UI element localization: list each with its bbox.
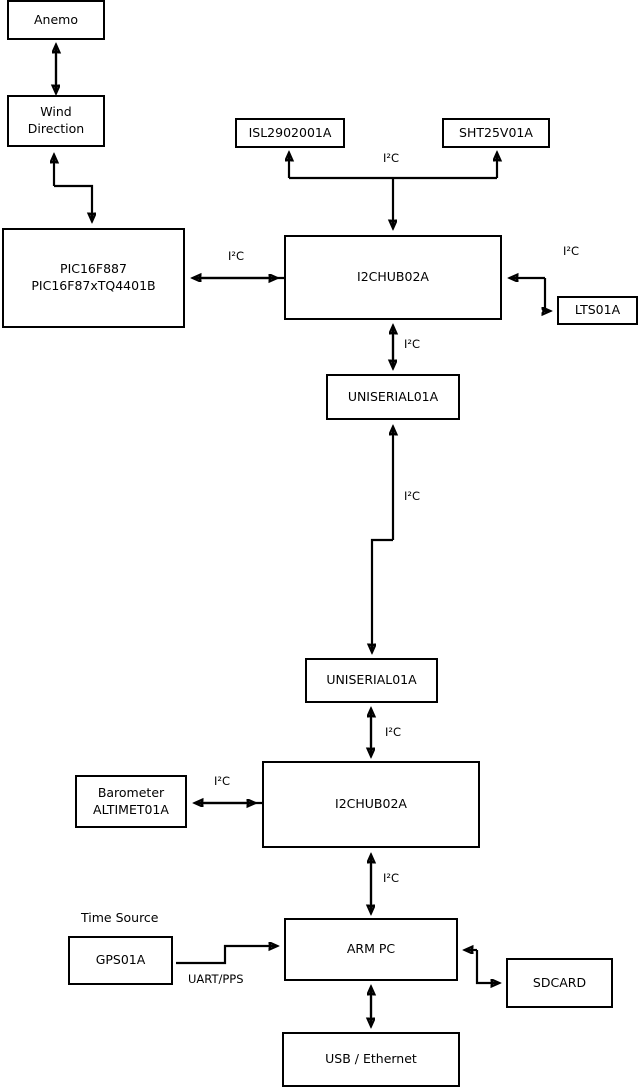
block-uniserial01a-upper[interactable]: UNISERIAL01A	[326, 374, 460, 420]
edge-label-i2c-hub-uni1: I²C	[404, 337, 421, 351]
block-uniserial01a-lower[interactable]: UNISERIAL01A	[305, 658, 438, 703]
block-label: GPS01A	[95, 952, 146, 968]
wire-uni1-uni2-down	[372, 538, 393, 652]
block-label: Wind Direction	[27, 104, 85, 136]
edge-label-i2c-bus-top: I²C	[383, 151, 400, 165]
block-i2chub02a-top[interactable]: I2CHUB02A	[284, 235, 502, 320]
block-label: Anemo	[34, 11, 78, 27]
wire-lts-out	[545, 278, 550, 311]
wire-sdcard-out	[475, 950, 499, 983]
edge-label-i2c-lts: I²C	[563, 244, 580, 258]
block-usb-ethernet[interactable]: USB / Ethernet	[282, 1032, 460, 1087]
edge-label-i2c-hub-arm: I²C	[383, 871, 400, 885]
edge-label-i2c-barometer: I²C	[214, 774, 231, 788]
block-label: ISL2902001A	[248, 124, 332, 140]
block-wind-direction[interactable]: Wind Direction	[7, 95, 105, 147]
edge-label-i2c-uni2-hub: I²C	[385, 725, 402, 739]
block-label: UNISERIAL01A	[326, 672, 417, 688]
block-label: UNISERIAL01A	[347, 388, 439, 404]
block-sdcard[interactable]: SDCARD	[506, 958, 613, 1008]
block-label: LTS01A	[574, 302, 621, 318]
block-gps01a[interactable]: GPS01A	[68, 936, 173, 985]
wire-pic-wind-step	[54, 184, 92, 221]
block-pic-mcu[interactable]: PIC16F887 PIC16F87xTQ4401B	[2, 228, 185, 328]
block-sht25v01a[interactable]: SHT25V01A	[442, 118, 550, 148]
wire-gps-arm	[176, 946, 277, 965]
block-label: I2CHUB02A	[335, 796, 407, 812]
block-arm-pc[interactable]: ARM PC	[284, 918, 458, 981]
block-label: ARM PC	[346, 941, 396, 957]
edge-label-i2c-pic-hub: I²C	[228, 249, 245, 263]
block-label: PIC16F887 PIC16F87xTQ4401B	[31, 261, 156, 293]
block-label: Barometer ALTIMET01A	[93, 784, 169, 817]
block-label: USB / Ethernet	[325, 1051, 417, 1067]
block-isl2902001a[interactable]: ISL2902001A	[235, 118, 345, 148]
label-time-source: Time Source	[81, 910, 159, 925]
edge-label-i2c-uni-uni: I²C	[404, 489, 421, 503]
block-lts01a[interactable]: LTS01A	[557, 296, 638, 325]
block-label: SHT25V01A	[459, 124, 533, 140]
block-i2chub02a-bottom[interactable]: I2CHUB02A	[262, 761, 480, 848]
block-barometer-altimet01a[interactable]: Barometer ALTIMET01A	[75, 775, 187, 828]
block-anemo[interactable]: Anemo	[7, 0, 105, 40]
block-label: SDCARD	[532, 974, 587, 990]
edge-label-uart-pps: UART/PPS	[188, 972, 244, 986]
block-label: I2CHUB02A	[357, 269, 429, 285]
